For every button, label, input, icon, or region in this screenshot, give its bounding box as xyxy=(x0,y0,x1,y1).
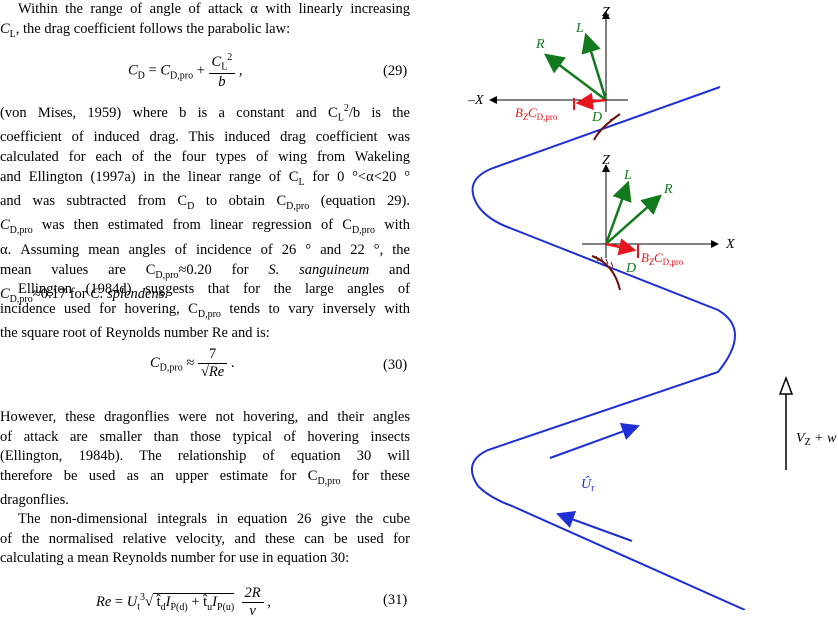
wing-path-diagram: Z –X L R BZCD,pro D Z X L R BZCD,pro D Û… xyxy=(467,5,837,610)
fraction-7-over-sqrt-re: 7√Re xyxy=(197,346,228,381)
equation-number-29: (29) xyxy=(383,63,408,79)
bottom-d-label: D xyxy=(625,261,636,276)
bottom-l-label: L xyxy=(623,168,632,183)
top-d-label: D xyxy=(591,110,602,125)
flow-velocity-arrow xyxy=(778,375,794,470)
bottom-x-label: X xyxy=(725,237,735,252)
top-drag-label: BZCD,pro xyxy=(515,105,558,122)
top-z-label: Z xyxy=(602,5,610,20)
top-axes: Z –X L R BZCD,pro D xyxy=(467,5,628,141)
bottom-z-label: Z xyxy=(602,153,610,168)
velocity-label: Ûr xyxy=(581,475,595,494)
paragraph-3: Ellington (1984d) suggests that for the … xyxy=(0,281,410,342)
equation-number-31: (31) xyxy=(383,592,408,608)
top-r-label: R xyxy=(535,37,545,52)
bottom-drag-label: BZCD,pro xyxy=(641,250,684,267)
equation-30: CD,pro ≈ 7√Re . xyxy=(150,346,235,381)
bottom-axes: Z X L R BZCD,pro D xyxy=(582,153,735,291)
top-neg-x-label: –X xyxy=(467,93,484,108)
relative-velocity-arrow-up xyxy=(549,423,640,459)
paragraph-1: Within the range of angle of attack α wi… xyxy=(0,1,410,40)
flow-velocity-label: VZ + w xyxy=(796,431,837,448)
bottom-r-label: R xyxy=(663,182,673,197)
equation-number-30: (30) xyxy=(383,357,408,373)
paragraph-2: (von Mises, 1959) where b is a constant … xyxy=(0,103,410,305)
paragraph-5: The non-dimensional integrals in equatio… xyxy=(0,511,410,567)
wing-tip-path xyxy=(470,86,746,610)
paragraph-4: However, these dragonflies were not hove… xyxy=(0,409,410,509)
top-l-label: L xyxy=(575,21,584,36)
relative-velocity-arrow-down xyxy=(556,511,633,542)
